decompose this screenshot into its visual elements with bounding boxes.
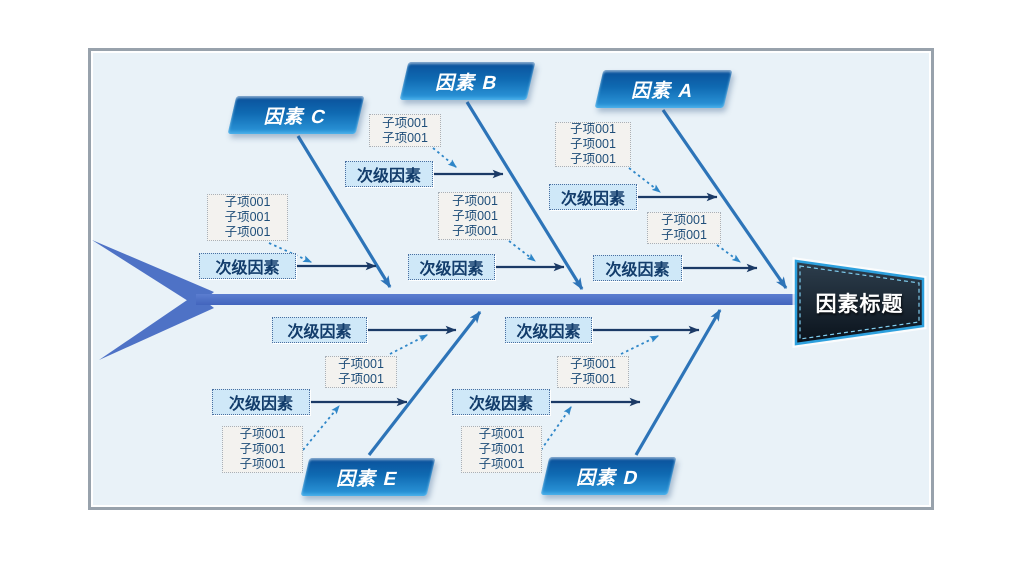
sub-item-line: 子项001 <box>338 372 384 386</box>
factor-box-A: 因素 A <box>594 70 733 108</box>
secondary-factor-box: 次级因素 <box>199 253 296 279</box>
sub-item-line: 子项001 <box>478 427 525 441</box>
fish-head <box>794 259 925 346</box>
sub-item-line: 子项001 <box>570 357 616 371</box>
factor-box-D: 因素 D <box>540 457 677 495</box>
fish-head-label: 因素标题 <box>815 293 904 316</box>
factor-label-B: 因素 B <box>434 72 500 94</box>
secondary-factor-box: 次级因素 <box>505 317 592 343</box>
factor-bone-B <box>465 101 584 291</box>
sub-item-line: 子项001 <box>570 137 616 151</box>
sub-item-line: 子项001 <box>239 457 286 471</box>
sub-item-dotted-arrow <box>389 334 429 355</box>
sub-item-line: 子项001 <box>452 208 498 223</box>
secondary-factor-box: 次级因素 <box>345 161 433 187</box>
sub-item-line: 子项001 <box>661 228 707 242</box>
sub-item-line: 子项001 <box>382 130 428 145</box>
factor-bone-E <box>367 311 482 456</box>
secondary-factor-box: 次级因素 <box>408 254 495 280</box>
sub-item-line: 子项001 <box>239 442 286 456</box>
sub-item-line: 子项001 <box>570 122 616 136</box>
fish-head-stitch-border <box>799 265 920 340</box>
sub-item-line: 子项001 <box>478 457 525 471</box>
sub-item-line: 子项001 <box>661 213 707 227</box>
secondary-factor-box: 次级因素 <box>593 255 682 281</box>
sub-item-dotted-arrow <box>620 335 660 355</box>
sub-item-line: 子项001 <box>338 357 384 371</box>
sub-item-line: 子项001 <box>239 427 286 441</box>
sub-item-line: 子项001 <box>452 223 498 238</box>
factor-bone-A <box>661 109 788 289</box>
sub-item-line: 子项001 <box>224 225 271 239</box>
factor-bone-D <box>634 308 722 456</box>
factor-label-A: 因素 A <box>630 80 696 102</box>
sub-item-dotted-arrow <box>716 244 741 263</box>
factor-box-E: 因素 E <box>300 458 436 496</box>
sub-item-line: 子项001 <box>570 372 616 386</box>
fish-tail-stroke <box>92 240 214 306</box>
sub-item-line: 子项001 <box>224 210 271 224</box>
factor-box-C: 因素 C <box>227 96 365 134</box>
sub-item-dotted-arrow <box>628 167 661 193</box>
sub-item-line: 子项001 <box>224 195 271 209</box>
factor-box-B: 因素 B <box>399 62 536 100</box>
sub-item-dotted-arrow <box>432 147 457 168</box>
sub-item-line: 子项001 <box>570 152 616 166</box>
factor-label-C: 因素 C <box>262 106 329 128</box>
sub-item-line: 子项001 <box>452 193 498 208</box>
sub-item-dotted-arrow <box>268 242 313 263</box>
secondary-factor-box: 次级因素 <box>272 317 367 343</box>
sub-item-line: 子项001 <box>478 442 525 456</box>
factor-label-D: 因素 D <box>575 467 641 489</box>
fish-spine <box>196 294 797 305</box>
sub-item-line: 子项001 <box>382 115 428 130</box>
fish-tail-stroke <box>99 294 214 360</box>
secondary-factor-box: 次级因素 <box>212 389 310 415</box>
factor-label-E: 因素 E <box>335 468 400 490</box>
sub-item-dotted-arrow <box>302 405 340 451</box>
secondary-factor-box: 次级因素 <box>452 389 550 415</box>
secondary-factor-box: 次级因素 <box>549 184 637 210</box>
